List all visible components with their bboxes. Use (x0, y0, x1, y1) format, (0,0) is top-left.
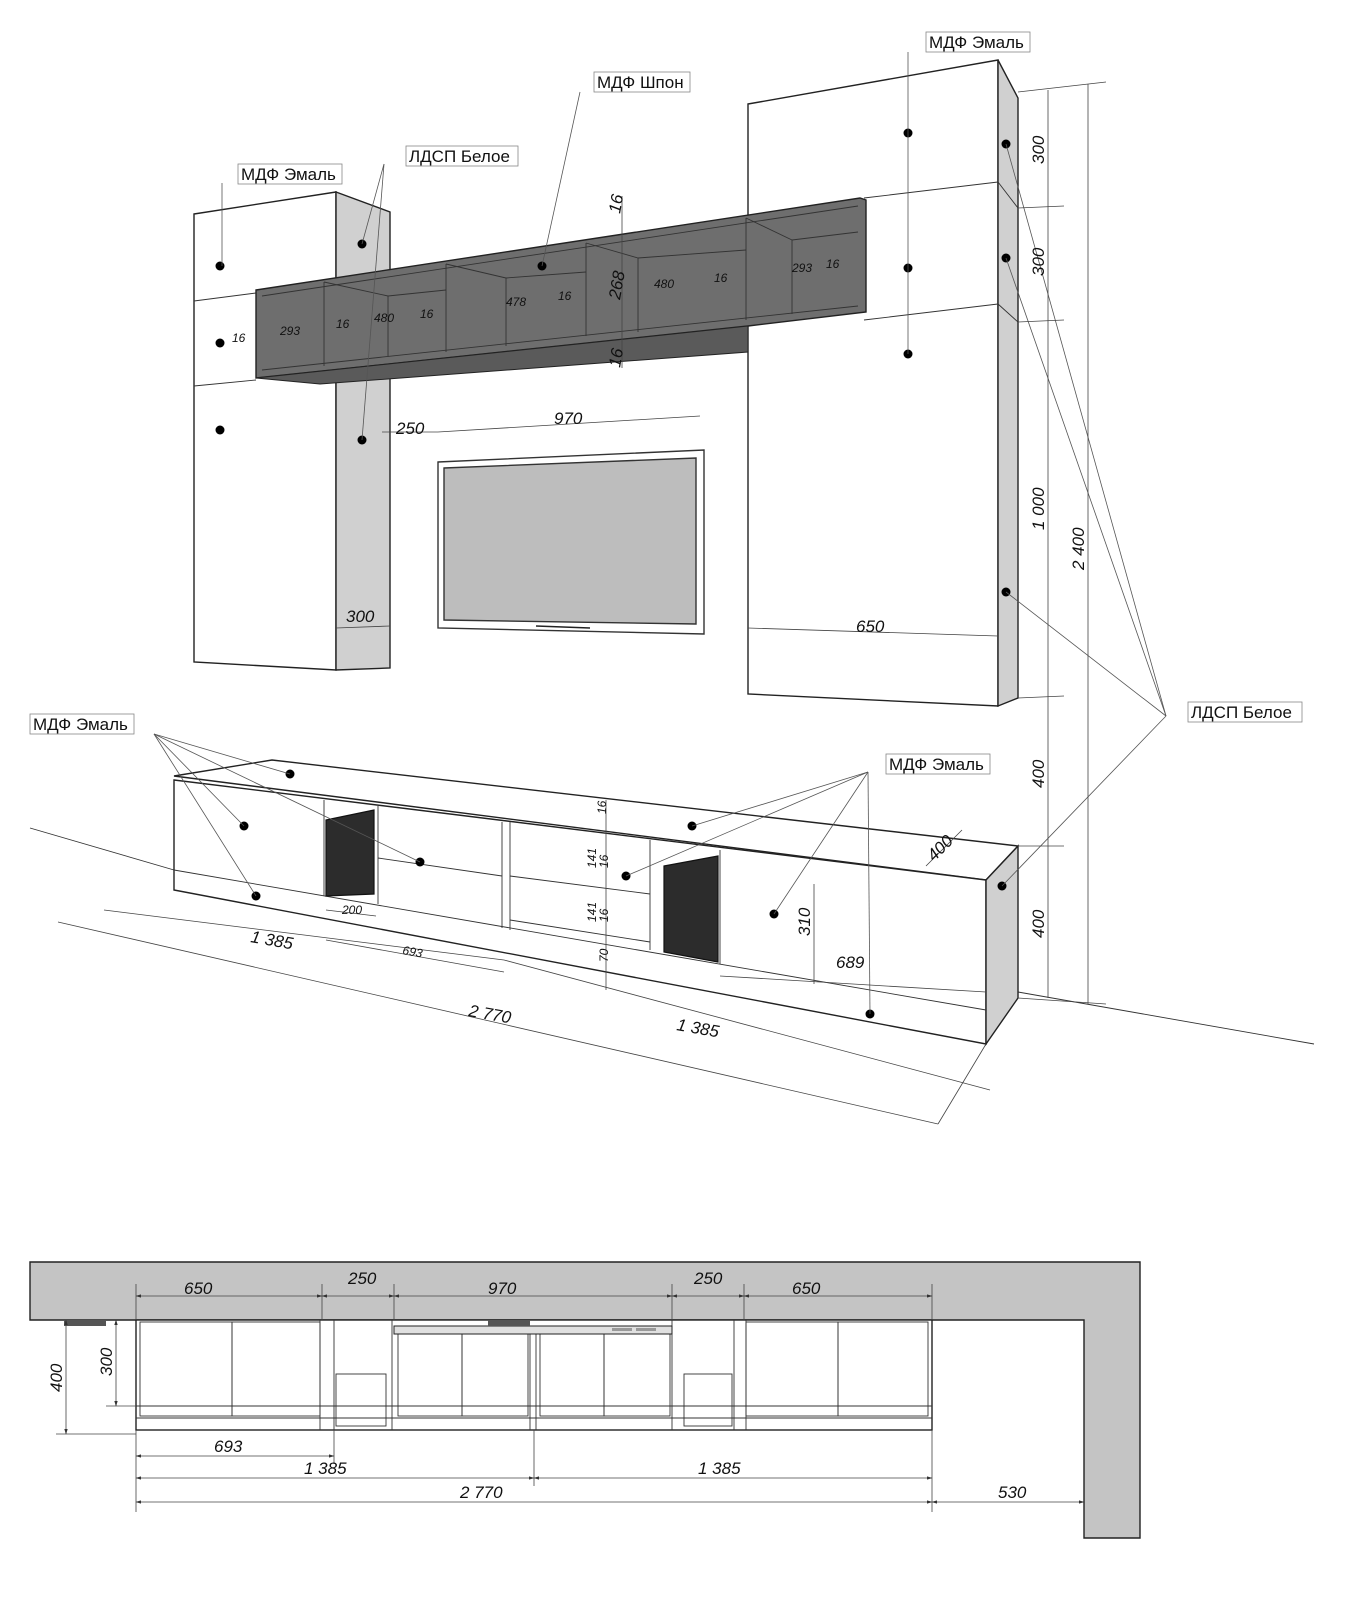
dim-h-300-b: 300 (1029, 247, 1048, 276)
dim-16-a: 16 (336, 317, 350, 331)
dim-sm-141-a: 141 (585, 848, 599, 868)
dim-2770: 2 770 (466, 1001, 513, 1027)
veneer-shelf (255, 197, 867, 385)
dim-16-left-panel: 16 (232, 331, 246, 345)
dim-300-depth: 300 (346, 607, 375, 626)
dim-1385-left: 1 385 (249, 927, 295, 953)
dim-480-right: 480 (654, 277, 674, 291)
plan-view: 650 250 970 250 650 400 300 693 1 385 1 … (29, 1261, 1141, 1539)
dim-sm-70: 70 (597, 948, 611, 962)
dim-h-300-a: 300 (1029, 135, 1048, 164)
leader-lines (153, 52, 1167, 1015)
plan-dim-400: 400 (47, 1363, 66, 1392)
plan-wall (29, 1261, 1141, 1539)
plan-dim-300: 300 (97, 1347, 116, 1376)
iso-dimension-lines (57, 81, 1107, 1125)
dim-16-b: 16 (420, 307, 434, 321)
label-mdf-enamel-left: МДФ Эмаль (241, 165, 336, 184)
floor-line-left (29, 827, 175, 871)
plan-stand (64, 1319, 933, 1431)
plan-dim-650-right: 650 (792, 1279, 821, 1298)
dim-478: 478 (506, 295, 526, 309)
isometric-view: 16 268 16 16 293 16 480 16 478 16 480 16… (29, 31, 1315, 1125)
dim-16-c: 16 (558, 289, 572, 303)
dim-h-400-a: 400 (1029, 759, 1048, 788)
plan-dim-2770: 2 770 (459, 1483, 503, 1502)
plan-dim-250-right: 250 (693, 1269, 723, 1288)
plan-dim-970: 970 (488, 1279, 517, 1298)
plan-dim-530: 530 (998, 1483, 1027, 1502)
tv (437, 449, 705, 635)
material-labels: МДФ Эмаль ЛДСП Белое МДФ Шпон МДФ Эмаль … (29, 31, 1303, 775)
label-mdf-enamel-stand-right: МДФ Эмаль (889, 755, 984, 774)
dim-h-2400: 2 400 (1069, 527, 1088, 571)
dim-h-400-b: 400 (1029, 909, 1048, 938)
label-mdf-enamel-stand-left: МДФ Эмаль (33, 715, 128, 734)
tv-stand (173, 759, 1020, 1047)
plan-dimension-lines (56, 1284, 1085, 1512)
label-ldsp-white-right: ЛДСП Белое (1191, 703, 1292, 722)
plan-dim-693: 693 (214, 1437, 243, 1456)
dim-door-310: 310 (795, 907, 814, 936)
dim-half-693: 693 (401, 943, 423, 960)
dim-268: 268 (605, 269, 629, 302)
label-mdf-enamel-right: МДФ Эмаль (929, 33, 1024, 52)
dim-sm-16: 16 (595, 800, 609, 814)
dim-niche-200: 200 (341, 903, 362, 917)
right-wall-cabinet (747, 59, 1019, 708)
dim-1385-right: 1 385 (675, 1015, 721, 1041)
plan-dimension-texts: 650 250 970 250 650 400 300 693 1 385 1 … (47, 1269, 1027, 1502)
plan-dim-650-left: 650 (184, 1279, 213, 1298)
dim-250: 250 (395, 419, 425, 438)
dim-16-bottom: 16 (605, 346, 627, 368)
floor-line-right (1017, 991, 1315, 1045)
dim-h-1000: 1 000 (1029, 487, 1048, 530)
dim-480-left: 480 (374, 311, 394, 325)
plan-dim-1385-right: 1 385 (698, 1459, 741, 1478)
dim-door-689: 689 (836, 953, 865, 972)
dim-sm-16-b: 16 (597, 854, 611, 868)
dim-650: 650 (856, 617, 885, 636)
dim-sm-141-b: 141 (585, 902, 599, 922)
dim-293-left: 293 (279, 324, 300, 338)
dim-16-e: 16 (826, 257, 840, 271)
label-ldsp-white-top: ЛДСП Белое (409, 147, 510, 166)
dim-16-top: 16 (605, 192, 627, 214)
dim-16-d: 16 (714, 271, 728, 285)
plan-dim-1385-left: 1 385 (304, 1459, 347, 1478)
label-mdf-veneer: МДФ Шпон (597, 73, 684, 92)
dim-293-right: 293 (791, 261, 812, 275)
dim-sm-16-c: 16 (597, 908, 611, 922)
dim-970: 970 (554, 409, 583, 428)
iso-dimension-texts: 16 268 16 16 293 16 480 16 478 16 480 16… (232, 135, 1088, 1041)
plan-dim-250-left: 250 (347, 1269, 377, 1288)
